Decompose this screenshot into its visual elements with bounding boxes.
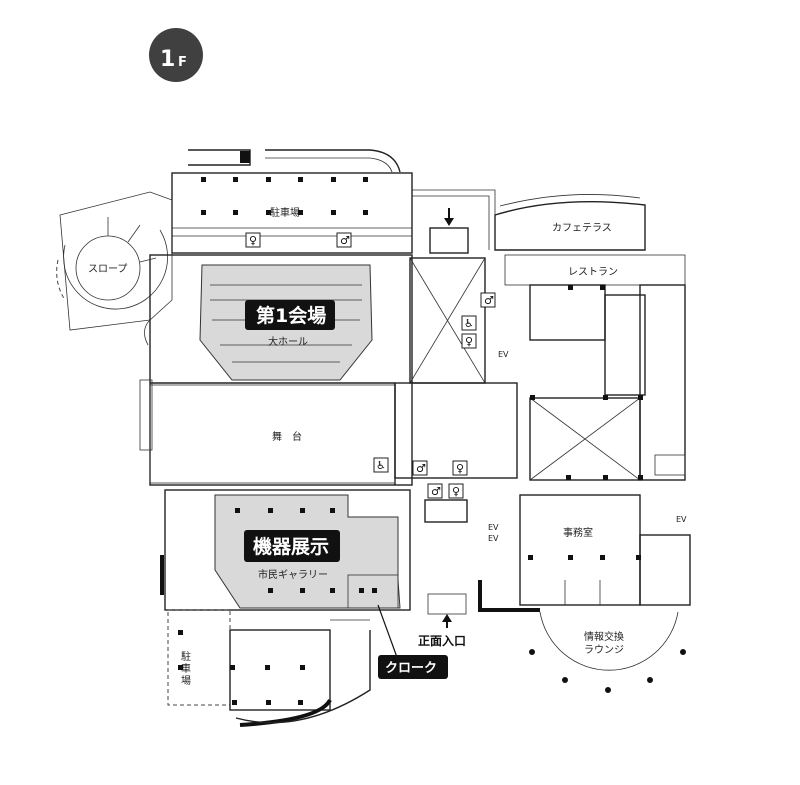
svg-text:♂: ♂ — [340, 234, 350, 247]
hall1-label: 第1会場 — [256, 304, 326, 327]
svg-text:♂: ♂ — [484, 294, 494, 307]
exhibit-sub-label: 市民ギャラリー — [258, 568, 328, 581]
restroom-icon: ♂ — [427, 483, 443, 499]
elevator-label: EV — [488, 523, 499, 532]
columns — [178, 177, 643, 705]
elevator-label: EV — [498, 350, 509, 359]
restaurant-label: レストラン — [568, 266, 618, 278]
svg-text:♀: ♀ — [465, 335, 473, 348]
hall1-sub-label: 大ホール — [268, 335, 308, 348]
restroom-icon: ♀ — [452, 460, 468, 476]
parking-top-label: 駐車場 — [270, 206, 300, 219]
elevator-label: EV — [676, 515, 687, 524]
arrow-icon — [444, 208, 454, 226]
restroom-icon: ♀ — [448, 483, 464, 499]
svg-text:♿: ♿ — [464, 317, 474, 330]
hall1-label-box — [245, 300, 335, 330]
cafe-area — [494, 194, 646, 251]
parking-left-label-3: 場 — [181, 674, 191, 687]
cloak-label: クローク — [385, 661, 437, 676]
right-atrium — [529, 284, 686, 481]
slope-label: スロープ — [88, 263, 127, 275]
restroom-icon: ♂ — [336, 232, 352, 248]
wheelchair-icon: ♿ — [461, 315, 477, 331]
exhibit-walls — [160, 489, 411, 611]
svg-text:♀: ♀ — [452, 485, 460, 498]
cloak-label-box — [378, 655, 448, 679]
office-label: 事務室 — [563, 526, 593, 539]
parking-left-label-1: 駐 — [181, 650, 191, 663]
elevator-label: EV — [488, 534, 499, 543]
restroom-icon: ♂ — [412, 460, 428, 476]
lounge-label-2: ラウンジ — [584, 644, 624, 656]
restroom-icon: ♀ — [245, 232, 261, 248]
exhibit-label: 機器展示 — [253, 535, 329, 558]
svg-text:♂: ♂ — [431, 485, 441, 498]
lounge-label-1: 情報交換 — [584, 630, 624, 643]
svg-text:♂: ♂ — [416, 462, 426, 475]
central-hub — [394, 189, 518, 523]
exhibit-label-box — [244, 530, 340, 562]
restaurant-area — [504, 254, 686, 396]
svg-text:♀: ♀ — [249, 234, 257, 247]
main-entrance-label: 正面入口 — [418, 634, 466, 648]
svg-text:♀: ♀ — [456, 462, 464, 475]
cafe-label: カフェテラス — [552, 222, 612, 234]
svg-text:♿: ♿ — [376, 459, 386, 472]
restroom-icon: ♂ — [480, 292, 496, 308]
parking-left-label-2: 車 — [181, 662, 191, 675]
cloak-pointer — [377, 604, 399, 661]
office-area — [519, 494, 691, 606]
main-entrance-area — [427, 580, 540, 628]
floor-suffix: F — [178, 55, 187, 70]
parking-top-area — [171, 149, 413, 254]
slope-area — [56, 191, 173, 331]
cloak-room — [347, 574, 399, 609]
restroom-icon: ♀ — [461, 333, 477, 349]
floor-number: 1 — [160, 47, 175, 72]
floor-badge: 1 F — [149, 28, 203, 82]
lounge-area — [529, 611, 686, 693]
stage-label: 舞 台 — [272, 430, 302, 443]
wheelchair-icon: ♿ — [373, 457, 389, 473]
